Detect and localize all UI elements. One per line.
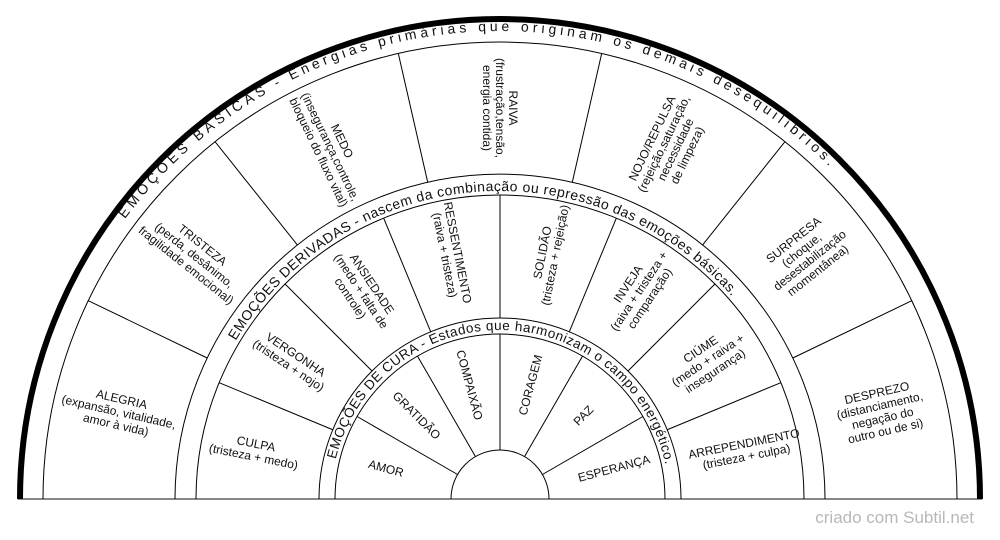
segment-divider — [627, 283, 716, 372]
healing-emotion-label: COMPAIXÃO — [453, 349, 485, 422]
derived-emotion-label: RESSENTIMENTO(raiva + tristeza) — [428, 201, 475, 307]
derived-emotion-label: SOLIDÃO(tristeza + rejeição) — [526, 201, 572, 307]
segment-divider — [383, 217, 432, 332]
segment-divider — [571, 53, 603, 183]
basic-emotion-label: NOJO/REPULSA(rejeição,saturação,necessid… — [623, 88, 716, 206]
segment-divider — [417, 355, 476, 457]
derived-emotion-label: CULPA(tristeza + medo) — [208, 428, 302, 472]
basic-emotion-label: MEDO(insegurança,controle,bloqueio do fl… — [286, 84, 374, 209]
emotion-name: PAZ — [571, 403, 597, 429]
segment-divider — [284, 283, 373, 372]
derived-emotion-label: CIÚME(medo + raiva +insegurança) — [661, 319, 754, 400]
emotion-name: RAIVA — [506, 90, 520, 125]
segment-divider — [88, 300, 208, 359]
segment-divider — [792, 300, 912, 359]
healing-emotion-label: PAZ — [571, 403, 597, 429]
healing-emotion-label: GRATIDÃO — [390, 389, 444, 443]
emotion-description: energia contida) — [480, 65, 494, 151]
segment-divider — [214, 141, 298, 246]
emotion-name: CORAGEM — [516, 353, 546, 417]
healing-ring-title: EMOÇÕES DE CURA - Estados que harmonizam… — [324, 318, 677, 465]
healing-emotion-label: AMOR — [367, 457, 406, 480]
segment-divider — [218, 382, 333, 431]
basic-emotion-label: TRISTEZA(perda, desânimo,fragilidade emo… — [136, 203, 253, 307]
segment-divider — [667, 382, 782, 431]
segment-divider — [702, 141, 786, 246]
emotion-description: (frustração,tensão, — [493, 58, 507, 158]
healing-emotion-label: CORAGEM — [516, 353, 546, 417]
segment-divider — [524, 355, 583, 457]
basic-emotion-label: SURPRESA(choque,desestabilizaçãomomentân… — [754, 207, 857, 304]
footer-credit: criado com Subtil.net — [815, 508, 974, 527]
basic-title-arc — [42, 41, 958, 500]
derived-emotion-label: INVEJA(raiva + tristeza +comparação) — [597, 241, 682, 340]
emotion-name: COMPAIXÃO — [453, 349, 485, 422]
basic-emotion-label: ALEGRIA(expansão, vitalidade,amor à vida… — [57, 380, 180, 445]
derived-emotion-label: ARREPENDIMENTO(tristeza + culpa) — [687, 426, 803, 475]
outer-border — [17, 16, 983, 500]
derived-emotion-label: VERGONHA(tristeza + nojo) — [250, 326, 334, 395]
basic-emotion-label: DESPREZO(distanciamento,negação dooutro … — [832, 376, 930, 447]
healing-outer-arc — [318, 317, 682, 500]
emotion-name: AMOR — [367, 457, 406, 480]
basic-emotion-label: RAIVA(frustração,tensão,energia contida) — [480, 58, 520, 158]
emotion-name: GRATIDÃO — [390, 389, 444, 443]
ring-lines — [17, 16, 983, 500]
healing-emotion-label: ESPERANÇA — [576, 452, 651, 485]
segment-divider — [542, 416, 644, 475]
emotion-name: ESPERANÇA — [576, 452, 651, 485]
center-hole — [450, 449, 550, 500]
derived-outer-arc — [174, 173, 826, 500]
segment-divider — [568, 217, 617, 332]
segment-divider — [356, 416, 458, 475]
derived-emotion-label: ANSIEDADE(medo + falta decontrole) — [320, 244, 402, 339]
segment-divider — [397, 53, 429, 183]
